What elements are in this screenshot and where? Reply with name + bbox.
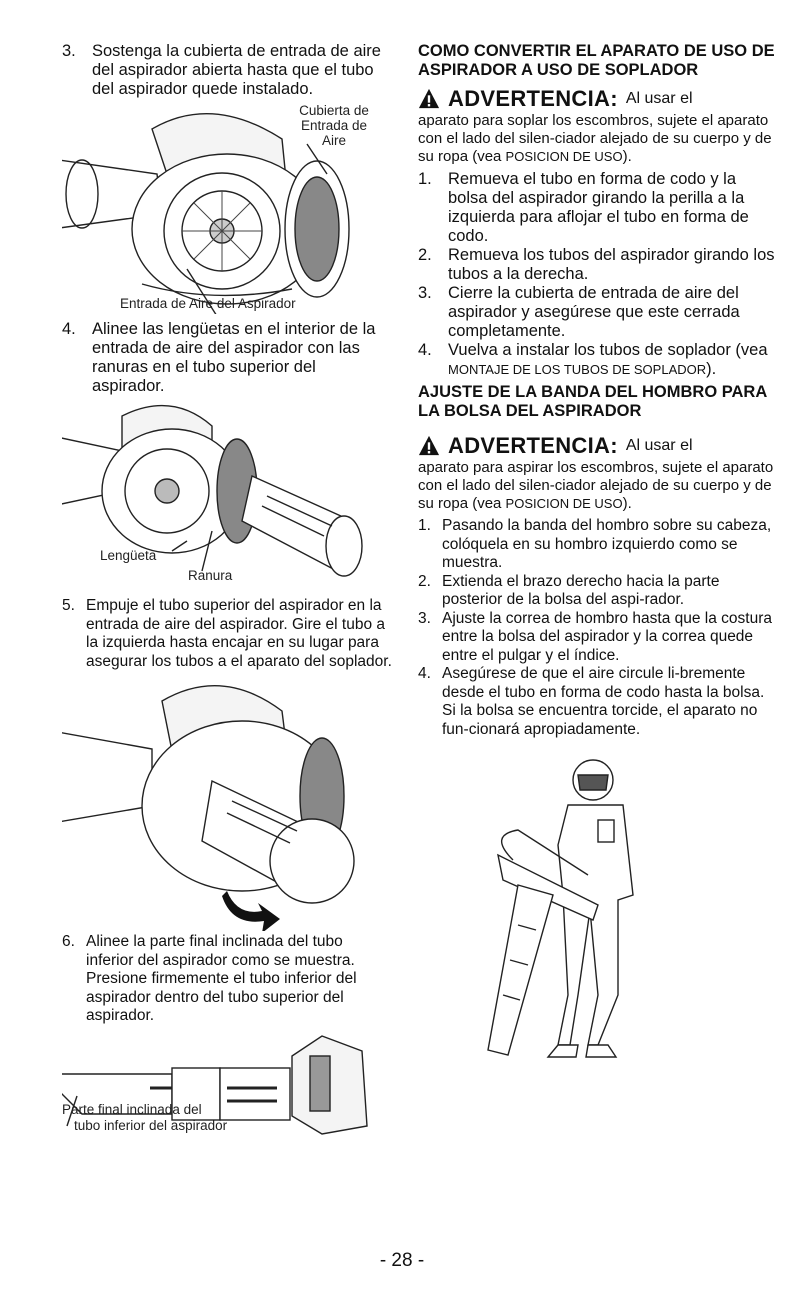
figure-tabs-slots: Lengüeta Ranura: [62, 396, 392, 591]
right-step-2-4: 4. Asegúrese de que el aire circule li-b…: [418, 665, 765, 738]
page-number: - 28 -: [379, 1250, 425, 1271]
lower-tube-illustration: [62, 1034, 368, 1135]
warning-icon: [418, 88, 440, 109]
blower-inlet-illustration: [62, 113, 350, 314]
label-angled-end-line-2: tubo inferior del aspirador: [74, 1117, 228, 1133]
right-step-1-3: 3. Cierre la cubierta de entrada de aire…: [418, 284, 740, 340]
right-column: COMO CONVERTIR EL APARATO DE USO DE ASPI…: [418, 42, 780, 1075]
operator-illustration: [487, 759, 634, 1058]
warning-icon: [418, 435, 440, 456]
figure-insert-tube: [62, 671, 392, 931]
left-step-3: 3. Sostenga la cubierta de entrada de ai…: [62, 42, 381, 98]
warning-body-2: aparato para aspirar los escombros, suje…: [418, 459, 774, 512]
right-step-2-3: 3. Ajuste la correa de hombro hasta que …: [418, 609, 772, 664]
figure-lower-tube: Parte final inclinada del tubo inferior …: [62, 1026, 392, 1136]
label-vacuum-air-inlet: Entrada de Aire del Aspirador: [120, 296, 296, 311]
right-step-2-1: 1. Pasando la banda del hombro sobre su …: [418, 517, 772, 571]
left-step-4: 4. Alinee las lengüetas en el interior d…: [62, 320, 376, 395]
label-tab: Lengüeta: [100, 548, 157, 563]
figure-operator-with-bag: [418, 745, 780, 1075]
left-step-5: 5. Empuje el tubo superior del aspirador…: [62, 597, 392, 670]
warning-header-2: ADVERTENCIA: Al usar el: [418, 433, 780, 459]
left-step-6: 6. Alinee la parte final inclinada del t…: [62, 933, 357, 1024]
right-step-2-2: 2. Extienda el brazo derecho hacia la pa…: [418, 572, 720, 609]
tube-alignment-illustration: [62, 404, 363, 577]
warning-header-1: ADVERTENCIA: Al usar el: [418, 86, 780, 112]
label-slot: Ranura: [188, 568, 233, 583]
section-title-convert: COMO CONVERTIR EL APARATO DE USO DE ASPI…: [418, 42, 775, 79]
label-air-inlet-cover: Cubierta de Entrada de Aire: [299, 103, 369, 148]
right-step-1-1: 1. Remueva el tubo en forma de codo y la…: [418, 170, 749, 245]
left-column: 3. Sostenga la cubierta de entrada de ai…: [62, 42, 392, 1136]
right-step-1-4: 4. Vuelva a instalar los tubos de soplad…: [418, 341, 768, 378]
tube-insert-rotate-illustration: [62, 685, 355, 931]
figure-air-inlet-cover: Cubierta de Entrada de Aire Entrada de A…: [62, 99, 392, 314]
section-title-shoulder-strap: AJUSTE DE LA BANDA DEL HOMBRO PARA LA BO…: [418, 383, 767, 420]
right-step-1-2: 2. Remueva los tubos del aspirador giran…: [418, 246, 775, 283]
warning-body-1: aparato para soplar los escombros, sujet…: [418, 112, 772, 165]
label-angled-end-line-1: Parte final inclinada del: [62, 1101, 202, 1117]
